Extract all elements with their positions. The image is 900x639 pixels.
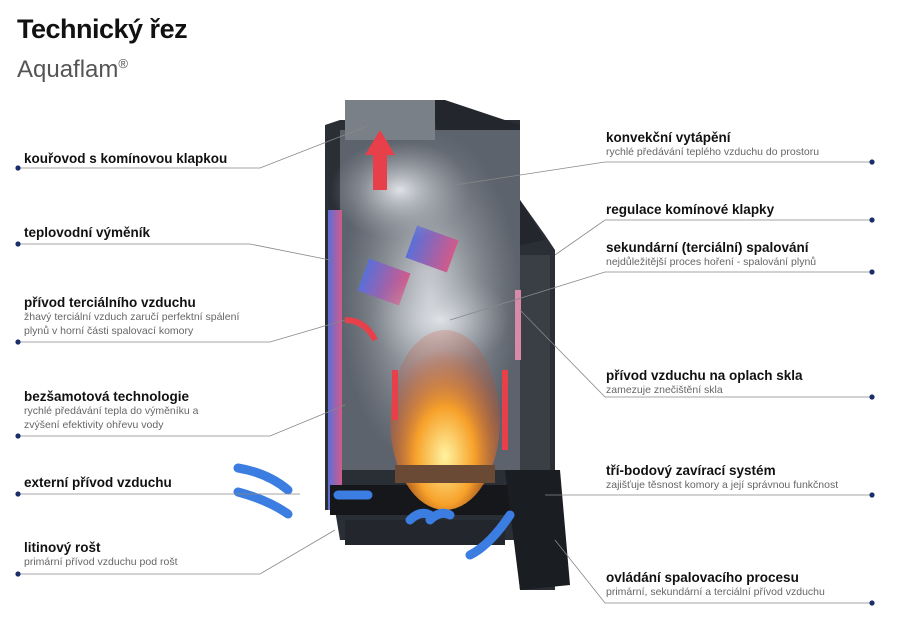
callout-title: litinový rošt <box>24 540 101 555</box>
callout-line <box>554 539 872 604</box>
callout-line <box>449 271 872 321</box>
callout-title: tří-bodový zavírací systém <box>606 463 776 478</box>
left-callout-4: externí přívod vzduchu <box>24 475 172 490</box>
callout-dot <box>15 433 21 439</box>
callout-dot <box>15 241 21 247</box>
callout-description: primární, sekundární a terciální přívod … <box>606 586 825 598</box>
callout-line <box>519 309 872 398</box>
callout-description: zvýšení efektivity ohřevu vody <box>24 419 164 431</box>
callout-dot <box>15 491 21 497</box>
callout-description: rychlé předávání tepla do výměníku a <box>24 405 199 417</box>
callout-dots <box>15 159 875 606</box>
callout-title: ovládání spalovacího procesu <box>606 570 799 585</box>
callout-title: sekundární (terciální) spalování <box>606 240 809 255</box>
callout-dot <box>869 217 875 223</box>
callout-title: bezšamotová technologie <box>24 389 190 404</box>
callout-title: externí přívod vzduchu <box>24 475 172 490</box>
callout-line <box>454 161 872 186</box>
callout-dot <box>15 339 21 345</box>
callout-description: rychlé předávání teplého vzduchu do pros… <box>606 146 820 158</box>
callout-title: přívod terciálního vzduchu <box>24 295 196 310</box>
callout-dot <box>869 600 875 606</box>
hot-air-arrows <box>344 130 521 450</box>
callout-dot <box>869 492 875 498</box>
callout-description: žhavý terciální vzduch zaručí perfektní … <box>24 311 240 323</box>
cold-air-arrows <box>233 463 515 560</box>
callout-title: konvekční vytápění <box>606 130 731 145</box>
left-callout-0: kouřovod s komínovou klapkou <box>24 151 227 166</box>
product-name-text: Aquaflam <box>17 56 119 83</box>
callout-description: nejdůležitější proces hoření - spalování… <box>606 256 817 268</box>
fire <box>390 330 500 510</box>
callout-description: zamezuje znečištění skla <box>606 384 723 396</box>
product-name: Aquaflam® <box>17 56 128 84</box>
callout-dot <box>15 571 21 577</box>
callout-line <box>18 319 346 343</box>
callout-dot <box>15 165 21 171</box>
callout-description: plynů v horní části spalovací komory <box>24 325 194 337</box>
callout-line <box>554 219 872 256</box>
callout-title: přívod vzduchu na oplach skla <box>606 368 803 383</box>
page-title: Technický řez <box>17 14 188 44</box>
left-callout-1: teplovodní výměník <box>24 225 150 240</box>
callout-line <box>18 243 331 261</box>
callout-dot <box>869 269 875 275</box>
callout-title: kouřovod s komínovou klapkou <box>24 151 228 166</box>
callout-line <box>18 529 336 575</box>
callout-description: primární přívod vzduchu pod rošt <box>24 556 178 568</box>
callout-lines <box>18 124 872 604</box>
callout-dot <box>869 159 875 165</box>
callout-description: zajišťuje těsnost komory a její správnou… <box>606 479 839 491</box>
registered-mark: ® <box>118 56 128 71</box>
callout-line <box>18 124 371 169</box>
callout-dot <box>869 394 875 400</box>
callout-title: teplovodní výměník <box>24 225 151 240</box>
callout-line <box>18 404 346 437</box>
right-callout-1: regulace komínové klapky <box>606 202 774 217</box>
callout-title: regulace komínové klapky <box>606 202 775 217</box>
